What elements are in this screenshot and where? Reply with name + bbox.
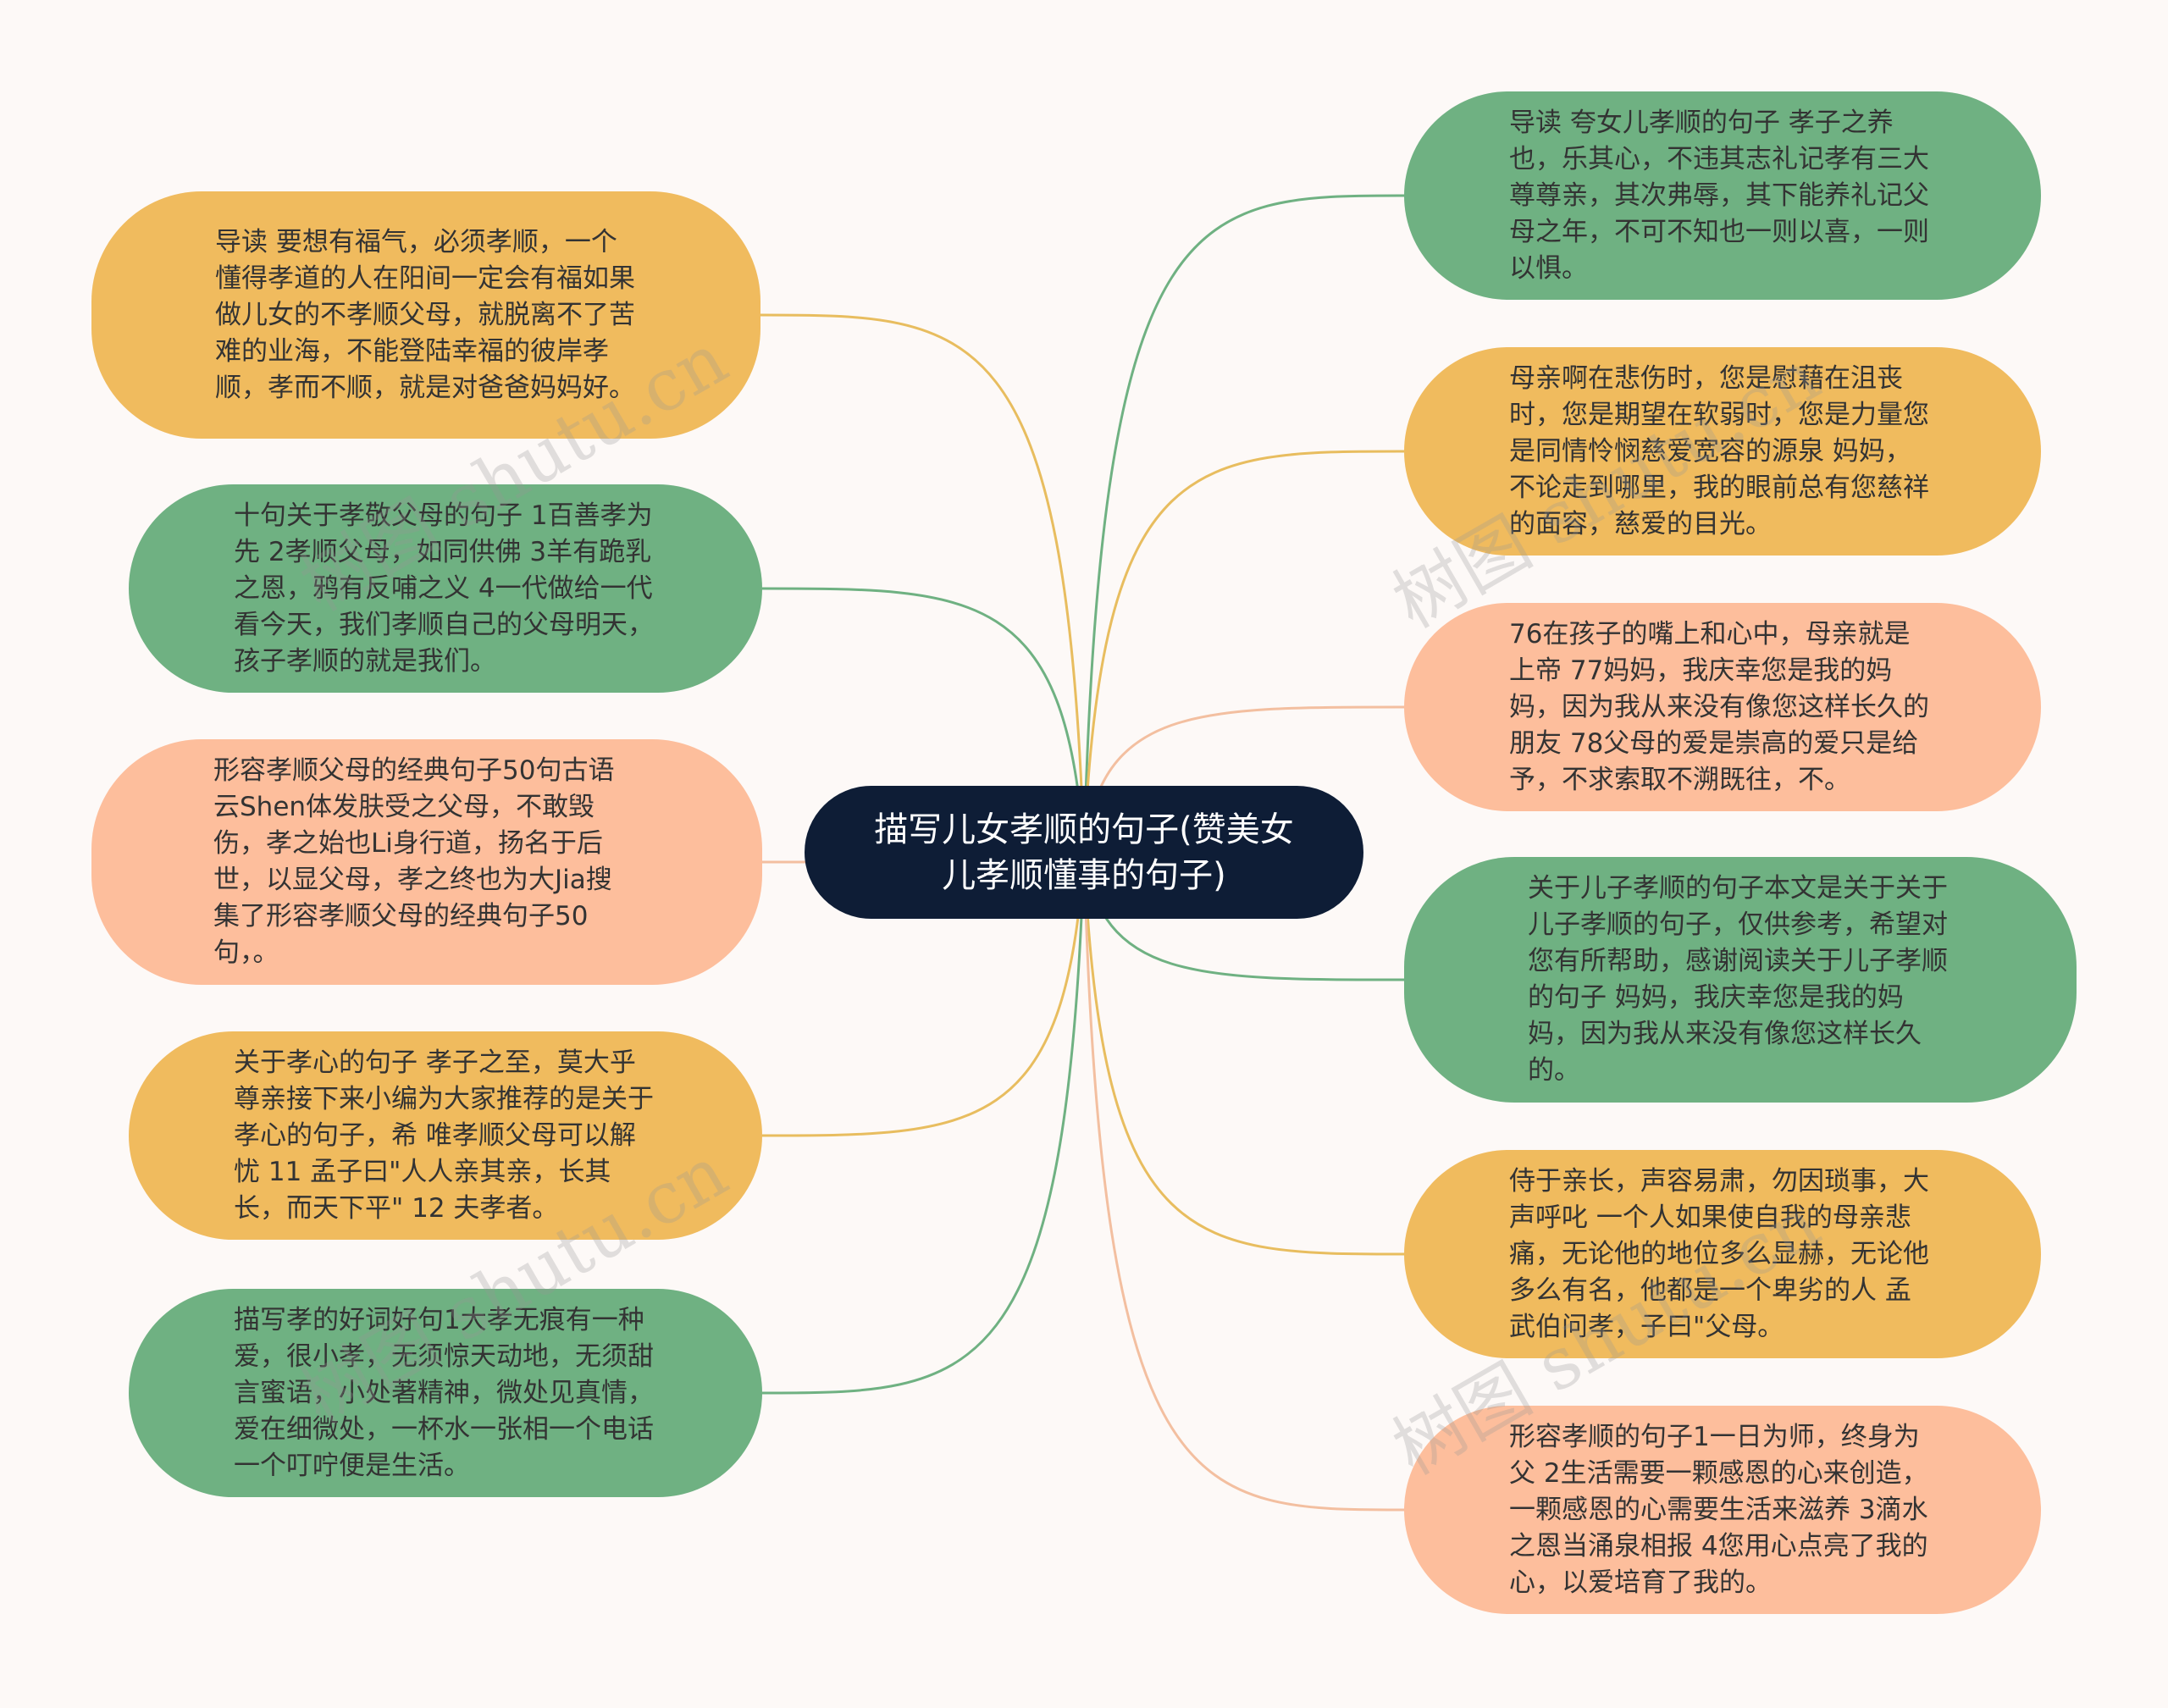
left-node-3-text: 形容孝顺父母的经典句子50句古语云Shen体发肤受之父母，不敢毁伤，孝之始也Li… [213, 755, 615, 968]
left-node-4-text: 关于孝心的句子 孝子之至，莫大乎尊亲接下来小编为大家推荐的是关于孝心的句子，希 … [234, 1047, 654, 1224]
connector-right-1 [1082, 194, 1405, 853]
left-node-5[interactable]: 描写孝的好词好句1大孝无痕有一种爱，很小孝，无须惊天动地，无须甜言蜜语，小处著精… [129, 1289, 762, 1497]
right-node-3[interactable]: 76在孩子的嘴上和心中，母亲就是上帝 77妈妈，我庆幸您是我的妈妈，因为我从来没… [1404, 603, 2041, 811]
left-node-2[interactable]: 十句关于孝敬父母的句子 1百善孝为先 2孝顺父母，如同供佛 3羊有跪乳之恩，鸦有… [129, 484, 762, 693]
left-node-3[interactable]: 形容孝顺父母的经典句子50句古语云Shen体发肤受之父母，不敢毁伤，孝之始也Li… [91, 739, 762, 985]
connector-left-4 [761, 851, 1086, 1137]
central-topic-title: 描写儿女孝顺的句子(赞美女儿孝顺懂事的句子) [874, 810, 1294, 895]
connector-right-5 [1082, 851, 1405, 1256]
right-node-5[interactable]: 侍于亲长，声容易肃，勿因琐事，大声呼叱 一个人如果使自我的母亲悲痛，无论他的地位… [1404, 1150, 2041, 1358]
connector-right-6 [1082, 851, 1405, 1512]
left-node-4[interactable]: 关于孝心的句子 孝子之至，莫大乎尊亲接下来小编为大家推荐的是关于孝心的句子，希 … [129, 1031, 762, 1240]
connector-right-2 [1082, 450, 1405, 853]
right-node-6-text: 形容孝顺的句子1一日为师，终身为父 2生活需要一颗感恩的心来创造，一颗感恩的心需… [1509, 1421, 1928, 1598]
right-node-1-text: 导读 夸女儿孝顺的句子 孝子之养也，乐其心，不违其志礼记孝有三大尊尊亲，其次弗辱… [1509, 107, 1929, 284]
left-node-2-text: 十句关于孝敬父母的句子 1百善孝为先 2孝顺父母，如同供佛 3羊有跪乳之恩，鸦有… [234, 500, 654, 677]
right-node-3-text: 76在孩子的嘴上和心中，母亲就是上帝 77妈妈，我庆幸您是我的妈妈，因为我从来没… [1509, 618, 1929, 795]
central-topic[interactable]: 描写儿女孝顺的句子(赞美女儿孝顺懂事的句子) [805, 786, 1363, 919]
left-node-1-text: 导读 要想有福气，必须孝顺，一个懂得孝道的人在阳间一定会有福如果做儿女的不孝顺父… [215, 226, 635, 403]
left-node-1[interactable]: 导读 要想有福气，必须孝顺，一个懂得孝道的人在阳间一定会有福如果做儿女的不孝顺父… [91, 191, 760, 439]
right-node-5-text: 侍于亲长，声容易肃，勿因琐事，大声呼叱 一个人如果使自我的母亲悲痛，无论他的地位… [1509, 1165, 1929, 1342]
right-node-2-text: 母亲啊在悲伤时，您是慰藉在沮丧时，您是期望在软弱时，您是力量您是同情怜悯慈爱宽容… [1509, 362, 1929, 539]
right-node-6[interactable]: 形容孝顺的句子1一日为师，终身为父 2生活需要一颗感恩的心来创造，一颗感恩的心需… [1404, 1406, 2041, 1614]
right-node-4[interactable]: 关于儿子孝顺的句子本文是关于关于儿子孝顺的句子，仅供参考，希望对您有所帮助，感谢… [1404, 857, 2077, 1103]
connector-left-1 [760, 313, 1086, 853]
connector-left-5 [761, 851, 1086, 1395]
right-node-2[interactable]: 母亲啊在悲伤时，您是慰藉在沮丧时，您是期望在软弱时，您是力量您是同情怜悯慈爱宽容… [1404, 347, 2041, 556]
connector-left-2 [761, 587, 1086, 853]
right-node-1[interactable]: 导读 夸女儿孝顺的句子 孝子之养也，乐其心，不违其志礼记孝有三大尊尊亲，其次弗辱… [1404, 91, 2041, 300]
left-node-5-text: 描写孝的好词好句1大孝无痕有一种爱，很小孝，无须惊天动地，无须甜言蜜语，小处著精… [234, 1304, 654, 1481]
right-node-4-text: 关于儿子孝顺的句子本文是关于关于儿子孝顺的句子，仅供参考，希望对您有所帮助，感谢… [1528, 873, 1948, 1086]
